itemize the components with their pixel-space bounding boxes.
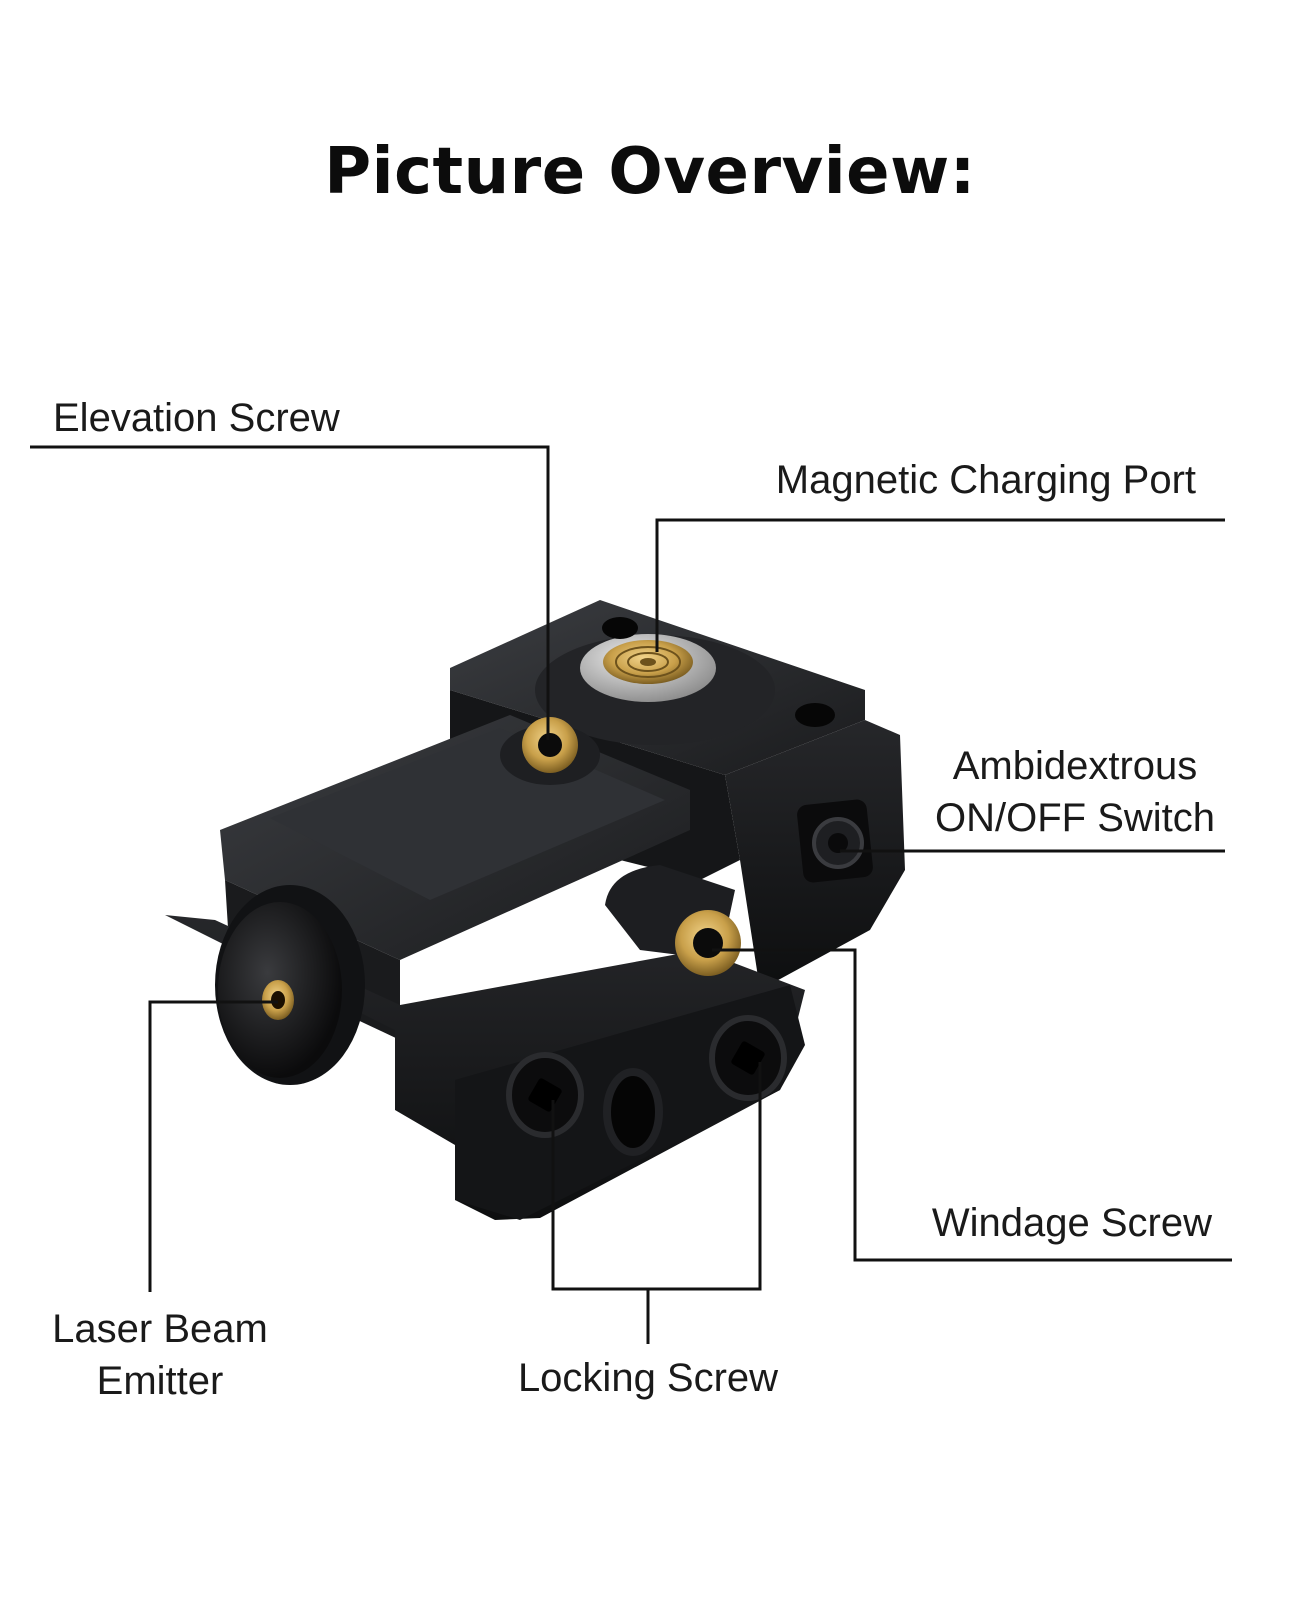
leader-locking-screw: [551, 1062, 762, 1291]
label-laser-beam-emitter: Laser Beam Emitter: [40, 1303, 280, 1407]
label-elevation-screw-text: Elevation Screw: [53, 396, 340, 440]
label-windage-screw-text: Windage Screw: [931, 1201, 1212, 1245]
mount-hole: [602, 617, 638, 639]
leader-lines: [30, 445, 1232, 1344]
label-emitter-line2: Emitter: [96, 1359, 224, 1403]
label-magnetic-charging-port: Magnetic Charging Port: [776, 454, 1196, 506]
leader-magnetic-charging-port: [655, 518, 1225, 652]
label-locking-screw: Locking Screw: [498, 1352, 798, 1404]
mount-hole: [795, 703, 835, 727]
label-magnetic-charging-port-text: Magnetic Charging Port: [775, 458, 1196, 502]
leader-elevation-screw: [30, 445, 550, 740]
label-elevation-screw: Elevation Screw: [53, 392, 340, 444]
label-emitter-line1: Laser Beam: [52, 1307, 268, 1351]
label-locking-screw-text: Locking Screw: [517, 1356, 779, 1400]
page-title: Picture Overview:: [324, 135, 976, 209]
leader-emitter: [148, 1000, 278, 1292]
center-mount-hole: [603, 1068, 663, 1156]
laser-sight-body: [165, 600, 905, 1220]
label-windage-screw: Windage Screw: [932, 1197, 1212, 1249]
label-onoff-switch-line1: Ambidextrous: [952, 744, 1198, 788]
label-onoff-switch: Ambidextrous ON/OFF Switch: [925, 740, 1225, 844]
label-onoff-switch-line2: ON/OFF Switch: [934, 796, 1216, 840]
leader-windage-screw: [712, 948, 1232, 1262]
